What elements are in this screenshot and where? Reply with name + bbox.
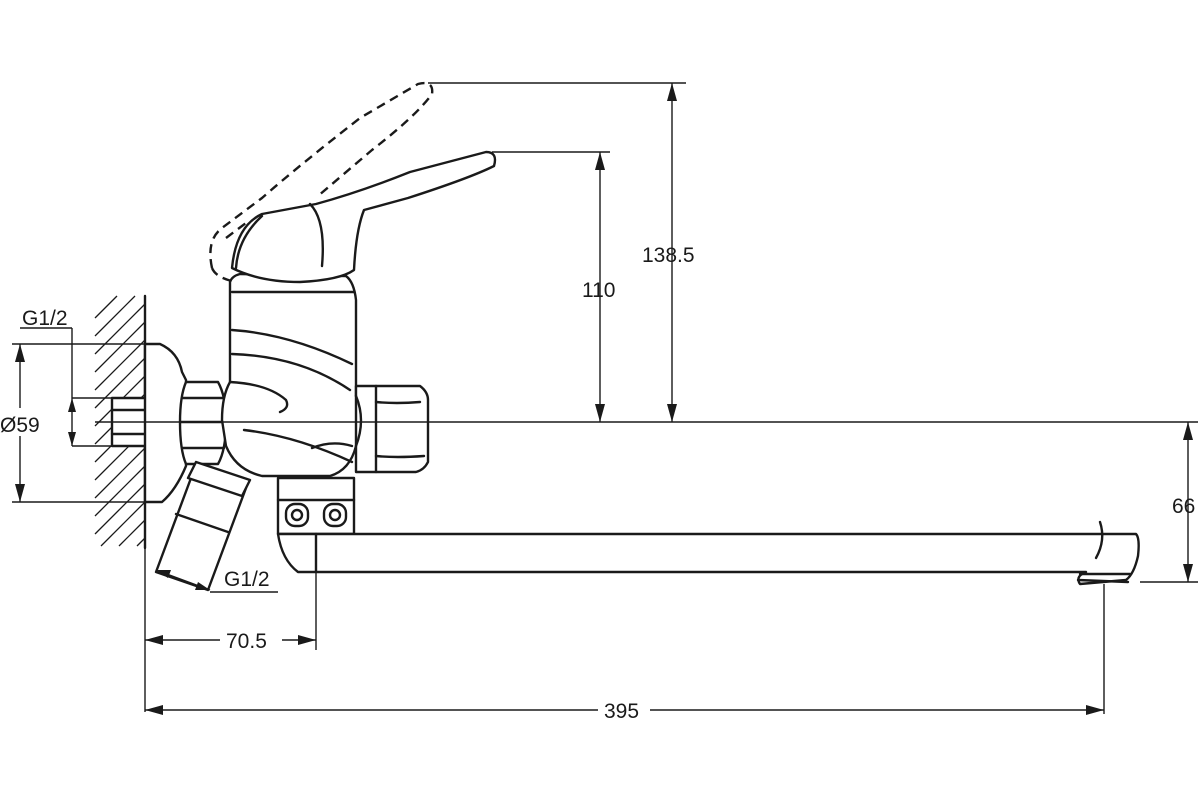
dimension-label-59: Ø59 (0, 414, 40, 437)
dimension-label-inlet-thread: G1/2 (224, 568, 270, 591)
dimension-label-138-5: 138.5 (642, 244, 695, 267)
spout-swivel-base (276, 476, 356, 536)
lever-raised-position (209, 81, 434, 284)
union-nut (178, 380, 228, 466)
dimension-wall-thread: G1/2 (20, 307, 112, 447)
dimension-flange-diameter: Ø59 (0, 343, 160, 503)
outlet-fitting (354, 384, 430, 474)
dimension-70-5: 70.5 (144, 548, 317, 712)
dimension-395: 395 (145, 584, 1105, 723)
dimension-label-110: 110 (582, 279, 615, 302)
wall-hatching (94, 295, 146, 547)
dimension-138-5: 138.5 (428, 82, 695, 422)
dimension-inlet-thread: G1/2 (155, 568, 278, 593)
dimension-label-395: 395 (604, 700, 639, 723)
long-spout (276, 520, 1140, 586)
dimension-66: 66 (1140, 422, 1198, 583)
dimension-110: 110 (492, 151, 615, 422)
dimension-label-66: 66 (1172, 495, 1195, 518)
mixer-body (220, 272, 361, 478)
dimension-label-70-5: 70.5 (226, 630, 267, 653)
lever-handle (230, 150, 497, 284)
dimension-label-wall-thread: G1/2 (22, 307, 68, 330)
